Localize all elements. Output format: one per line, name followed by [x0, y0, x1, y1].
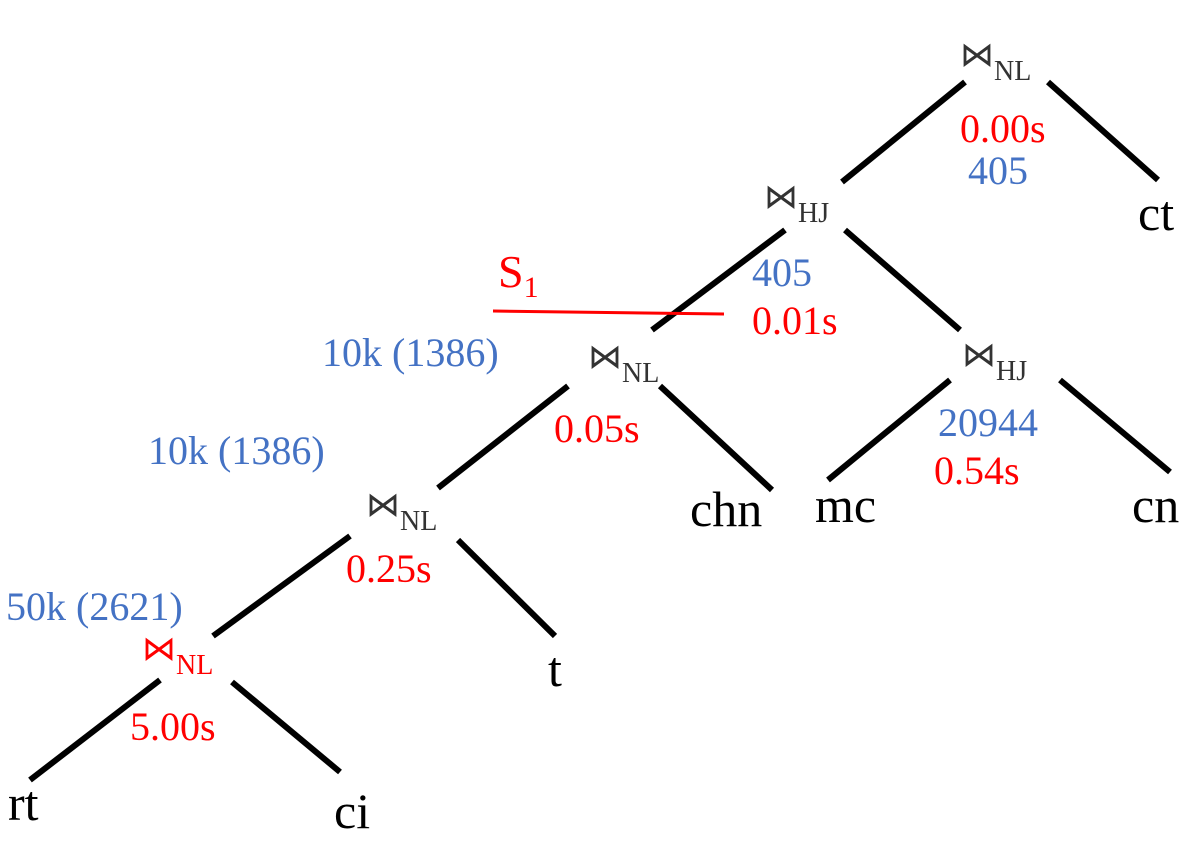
edge-nlchn-nlt	[436, 383, 570, 491]
leaf-mc: mc	[815, 477, 876, 533]
join-icon: ⋈HJ	[962, 337, 1027, 387]
operator-time: 0.01s	[752, 298, 838, 343]
edge-nlbase-rt	[28, 677, 162, 783]
join-icon: ⋈NL	[588, 339, 659, 389]
edge-nlbase-ci	[230, 679, 342, 775]
join-icon: ⋈NL	[366, 487, 437, 537]
leaf-relations: ct chn mc cn t rt ci	[8, 185, 1179, 839]
edge-hjright-cn	[1058, 377, 1172, 475]
operator-cardinality: 10k (1386)	[148, 428, 325, 473]
edge-nlt-nlbase	[211, 533, 352, 639]
join-icon: ⋈NL	[960, 37, 1031, 87]
operator-time: 0.00s	[960, 106, 1046, 151]
operator-cardinality: 10k (1386)	[322, 330, 499, 375]
split-line	[492, 309, 725, 316]
operator-cardinality: 50k (2621)	[6, 584, 183, 629]
operator-time: 0.05s	[554, 406, 640, 451]
operator-cardinality: 405	[968, 148, 1028, 193]
edge-hj-hjright	[843, 227, 962, 333]
operator-cardinality: 405	[752, 250, 812, 295]
leaf-ct: ct	[1138, 185, 1174, 241]
leaf-t: t	[548, 641, 562, 697]
edge-root-ct	[1046, 79, 1160, 183]
edge-nlchn-chn	[657, 383, 775, 493]
leaf-ci: ci	[334, 783, 370, 839]
operator-time: 5.00s	[130, 704, 216, 749]
join-icon: ⋈NL	[142, 631, 213, 681]
operator-right-hj: ⋈HJ 20944 0.54s	[934, 337, 1038, 493]
edge-hjright-mc	[826, 377, 952, 483]
operator-cardinality: 20944	[938, 400, 1038, 445]
operator-main-hj: ⋈HJ 405 0.01s	[752, 179, 838, 343]
operator-root-nl: ⋈NL 0.00s 405	[960, 37, 1046, 193]
operator-time: 0.25s	[346, 546, 432, 591]
leaf-chn: chn	[690, 481, 762, 537]
split-label: S1	[498, 246, 539, 304]
tree-edges	[28, 79, 1172, 783]
edge-nlt-t	[455, 537, 558, 639]
join-icon: ⋈HJ	[764, 179, 829, 229]
operator-time: 0.54s	[934, 448, 1020, 493]
operator-nl-t: 10k (1386) ⋈NL 0.25s	[148, 428, 437, 591]
leaf-cn: cn	[1132, 477, 1179, 533]
operator-base-nl: 50k (2621) ⋈NL 5.00s	[6, 584, 216, 749]
operator-nl-chn: 10k (1386) ⋈NL 0.05s	[322, 330, 659, 451]
edge-root-hj	[840, 79, 967, 185]
split-marker: S1	[492, 246, 725, 316]
leaf-rt: rt	[8, 775, 39, 831]
